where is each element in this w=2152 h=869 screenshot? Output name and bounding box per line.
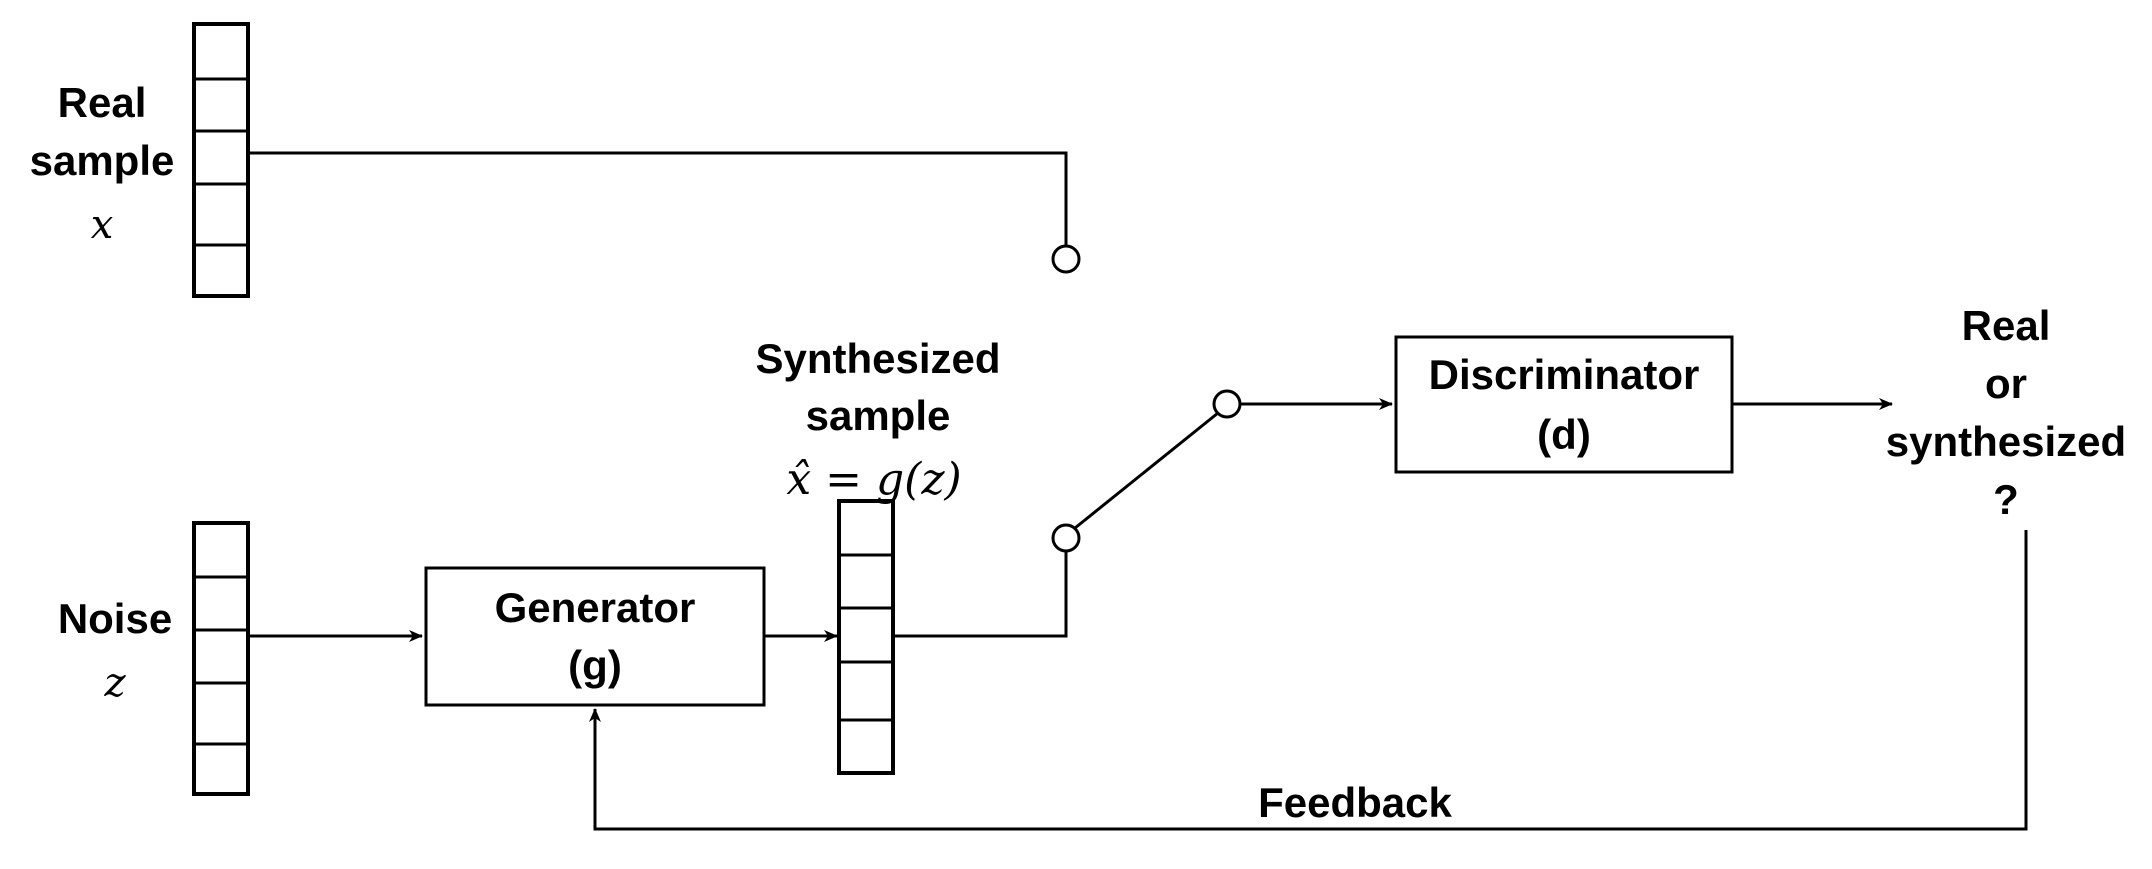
real-sample-connector bbox=[248, 151, 1068, 245]
switch-lever bbox=[1074, 411, 1219, 530]
synth-equation-rest: = g(z) bbox=[811, 454, 962, 505]
output-label-line3: synthesized bbox=[1886, 418, 2126, 465]
output-label-line4: ? bbox=[1993, 476, 2019, 523]
noise-label: Noise bbox=[58, 595, 172, 642]
synth-label-line2: sample bbox=[806, 392, 951, 439]
real-sample-label-line1: Real bbox=[58, 79, 147, 126]
output-label-line1: Real bbox=[1962, 302, 2051, 349]
synth-equation: x̂ = g(z) bbox=[786, 454, 961, 505]
feedback-arrow bbox=[589, 530, 2028, 831]
switch-contact-real bbox=[1051, 244, 1081, 274]
noise-vector bbox=[192, 521, 250, 796]
synth-equation-hat: x̂ bbox=[786, 454, 811, 505]
real-sample-label-line2: sample bbox=[30, 137, 175, 184]
switch-contact-pivot bbox=[1212, 389, 1242, 419]
real-sample-variable: x bbox=[91, 202, 114, 248]
real-sample-vector bbox=[192, 22, 250, 298]
synth-connector bbox=[893, 552, 1068, 638]
generator-label-line1: Generator bbox=[495, 584, 696, 631]
noise-variable: z bbox=[103, 660, 126, 706]
discriminator-label-line2: (d) bbox=[1537, 411, 1591, 458]
discriminator-label-line1: Discriminator bbox=[1429, 351, 1700, 398]
output-label-line2: or bbox=[1985, 360, 2027, 407]
synth-label-line1: Synthesized bbox=[755, 335, 1000, 382]
switch-contact-synth bbox=[1051, 523, 1081, 553]
generator-label-line2: (g) bbox=[568, 642, 622, 689]
feedback-label: Feedback bbox=[1258, 779, 1452, 826]
synthesized-sample-vector bbox=[837, 499, 895, 775]
